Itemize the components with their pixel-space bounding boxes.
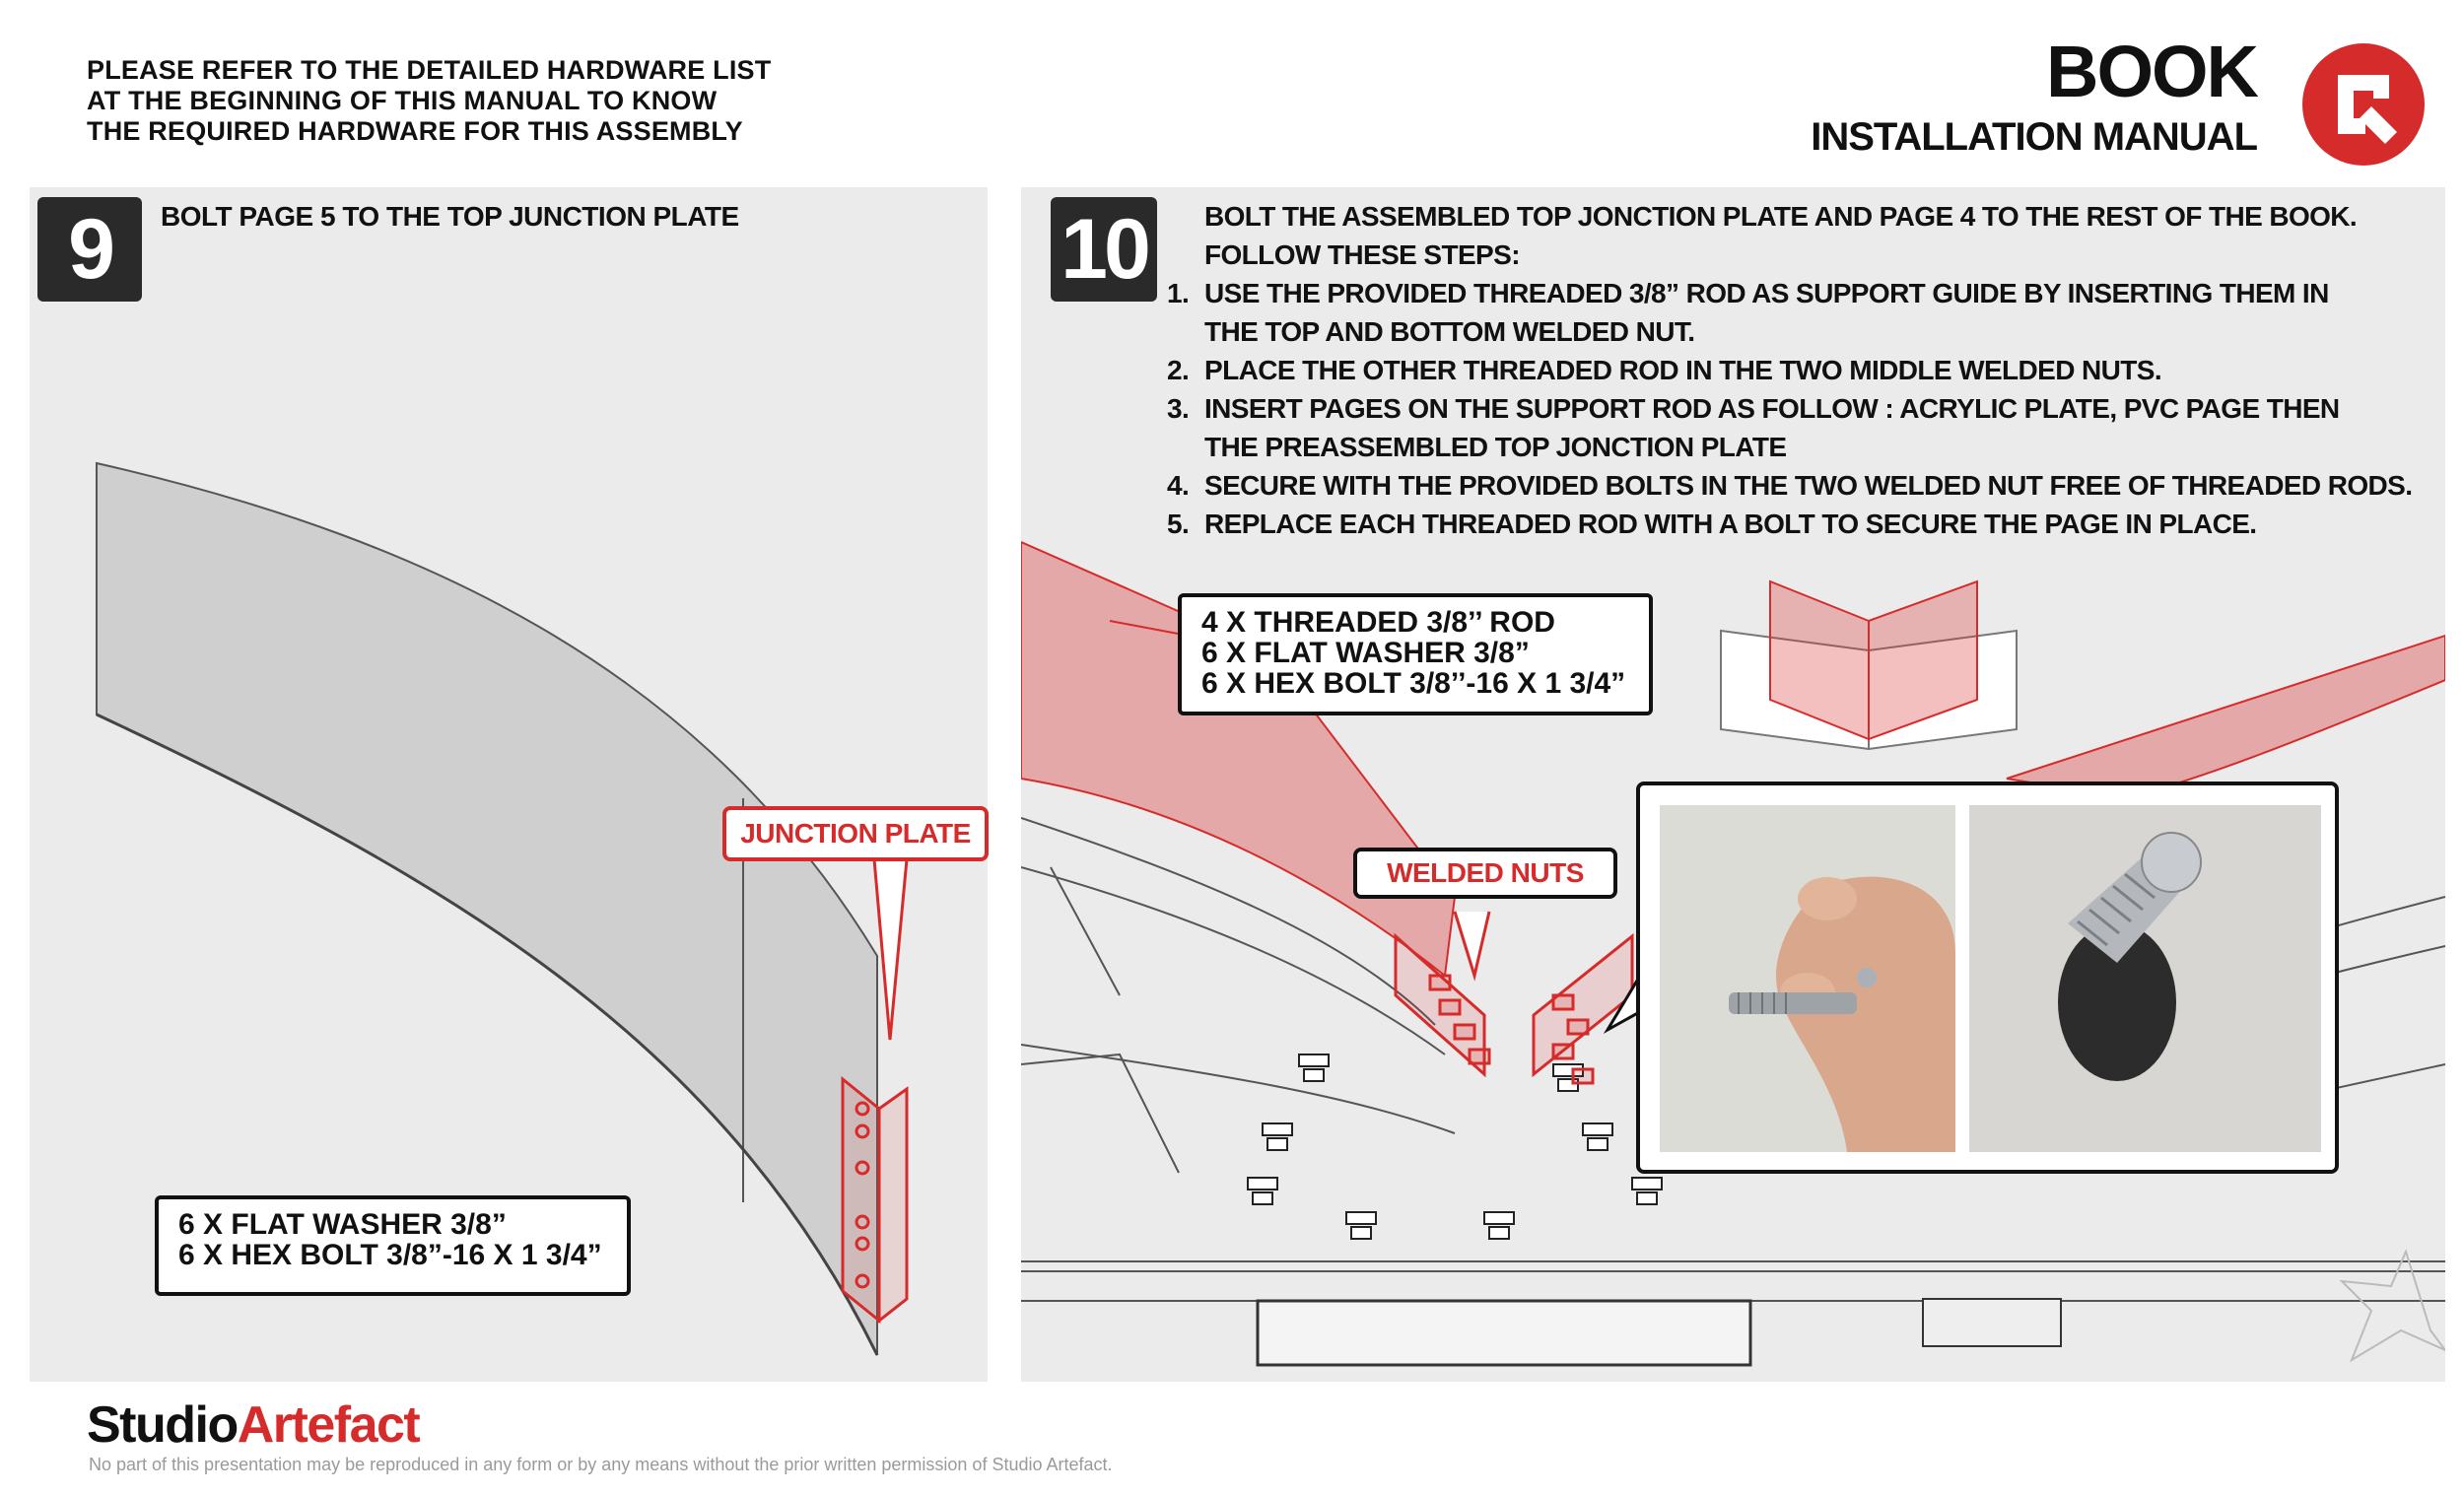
copyright-notice: No part of this presentation may be repr… <box>89 1455 1113 1474</box>
photo-detail-box <box>1636 782 2339 1174</box>
step-10-item-text: USE THE PROVIDED THREADED 3/8” ROD AS SU… <box>1204 278 2329 308</box>
step-10-item-number: 2. <box>1167 355 1190 385</box>
threaded-rod-closeup-photo <box>1969 805 2321 1152</box>
step-10-item-text: THE PREASSEMBLED TOP JONCTION PLATE <box>1204 432 1787 462</box>
step-10-item-text: PLACE THE OTHER THREADED ROD IN THE TWO … <box>1204 355 2162 385</box>
step-9-hardware-box: 6 X FLAT WASHER 3/8” 6 X HEX BOLT 3/8”-1… <box>155 1195 631 1296</box>
junction-plate-icon <box>841 1075 909 1325</box>
hardware-item: 6 X FLAT WASHER 3/8” <box>178 1208 507 1241</box>
step-10-instructions: BOLT THE ASSEMBLED TOP JONCTION PLATE AN… <box>1167 197 2413 543</box>
studio-artefact-logo-icon <box>2302 43 2425 166</box>
footer-brand: StudioArtefact <box>87 1395 421 1455</box>
step-10-item-text: THE TOP AND BOTTOM WELDED NUT. <box>1204 316 1695 347</box>
watermark-star-icon <box>2339 1249 2445 1363</box>
step-10-item-text: REPLACE EACH THREADED ROD WITH A BOLT TO… <box>1204 509 2257 539</box>
hardware-item: 6 X HEX BOLT 3/8”-16 X 1 3/4” <box>178 1239 602 1271</box>
welded-nuts-icon <box>1394 932 1634 1085</box>
step-10-number: 10 <box>1051 197 1157 302</box>
welded-nuts-label: WELDED NUTS <box>1353 848 1617 899</box>
step-10-item: 3. INSERT PAGES ON THE SUPPORT ROD AS FO… <box>1167 389 2412 466</box>
hardware-item: 4 X THREADED 3/8’’ ROD <box>1201 606 1555 639</box>
step-10-item-text: INSERT PAGES ON THE SUPPORT ROD AS FOLLO… <box>1204 393 2340 424</box>
red-page-right <box>2006 634 2445 800</box>
step-9-illustration <box>96 461 909 1356</box>
page-bottom-edge <box>96 713 879 1356</box>
step-10-item-number: 1. <box>1167 278 1190 308</box>
book-base-block <box>1256 1299 1752 1367</box>
book-thumbnail-icon <box>1720 579 2018 751</box>
step-10-item-number: 4. <box>1167 470 1190 501</box>
step-9-number: 9 <box>37 197 142 302</box>
hardware-note-line: AT THE BEGINNING OF THIS MANUAL TO KNOW <box>87 86 718 115</box>
junction-plate-label: JUNCTION PLATE <box>722 806 989 861</box>
step-9-title: BOLT PAGE 5 TO THE TOP JUNCTION PLATE <box>161 201 739 232</box>
step-10-item: 4. SECURE WITH THE PROVIDED BOLTS IN THE… <box>1167 466 2413 505</box>
hardware-note-line: THE REQUIRED HARDWARE FOR THIS ASSEMBLY <box>87 116 743 146</box>
step-10-item-number: 3. <box>1167 393 1190 424</box>
step-10-item-number: 5. <box>1167 509 1190 539</box>
junction-pointer <box>872 858 909 1041</box>
manual-subtitle: INSTALLATION MANUAL <box>1811 115 2258 159</box>
manual-title: BOOK <box>2046 31 2259 112</box>
step-10-list: 1. USE THE PROVIDED THREADED 3/8” ROD AS… <box>1167 274 2413 543</box>
step-10-hardware-box: 4 X THREADED 3/8’’ ROD 6 X FLAT WASHER 3… <box>1178 593 1653 715</box>
step-10-item: 1. USE THE PROVIDED THREADED 3/8” ROD AS… <box>1167 274 2412 351</box>
red-page-left <box>1021 540 1457 978</box>
hinge-icon <box>1922 1298 2062 1347</box>
step-10-item-text: SECURE WITH THE PROVIDED BOLTS IN THE TW… <box>1204 470 2413 501</box>
footer-brand-studio: Studio <box>87 1396 239 1454</box>
hardware-note-line: PLEASE REFER TO THE DETAILED HARDWARE LI… <box>87 55 772 85</box>
bolt-stack-icon <box>1247 1054 1663 1240</box>
hand-holding-rod-photo <box>1660 805 1955 1152</box>
hardware-note: PLEASE REFER TO THE DETAILED HARDWARE LI… <box>87 55 771 147</box>
footer-brand-artefact: Artefact <box>237 1396 421 1454</box>
step-10-intro-line: BOLT THE ASSEMBLED TOP JONCTION PLATE AN… <box>1204 201 2358 232</box>
step-10-item: 5. REPLACE EACH THREADED ROD WITH A BOLT… <box>1167 505 2412 543</box>
hardware-item: 6 X FLAT WASHER 3/8” <box>1201 637 1530 669</box>
step-10-intro-line: FOLLOW THESE STEPS: <box>1204 239 1521 270</box>
step-10-item: 2. PLACE THE OTHER THREADED ROD IN THE T… <box>1167 351 2412 389</box>
hardware-item: 6 X HEX BOLT 3/8’’-16 X 1 3/4” <box>1201 667 1626 700</box>
